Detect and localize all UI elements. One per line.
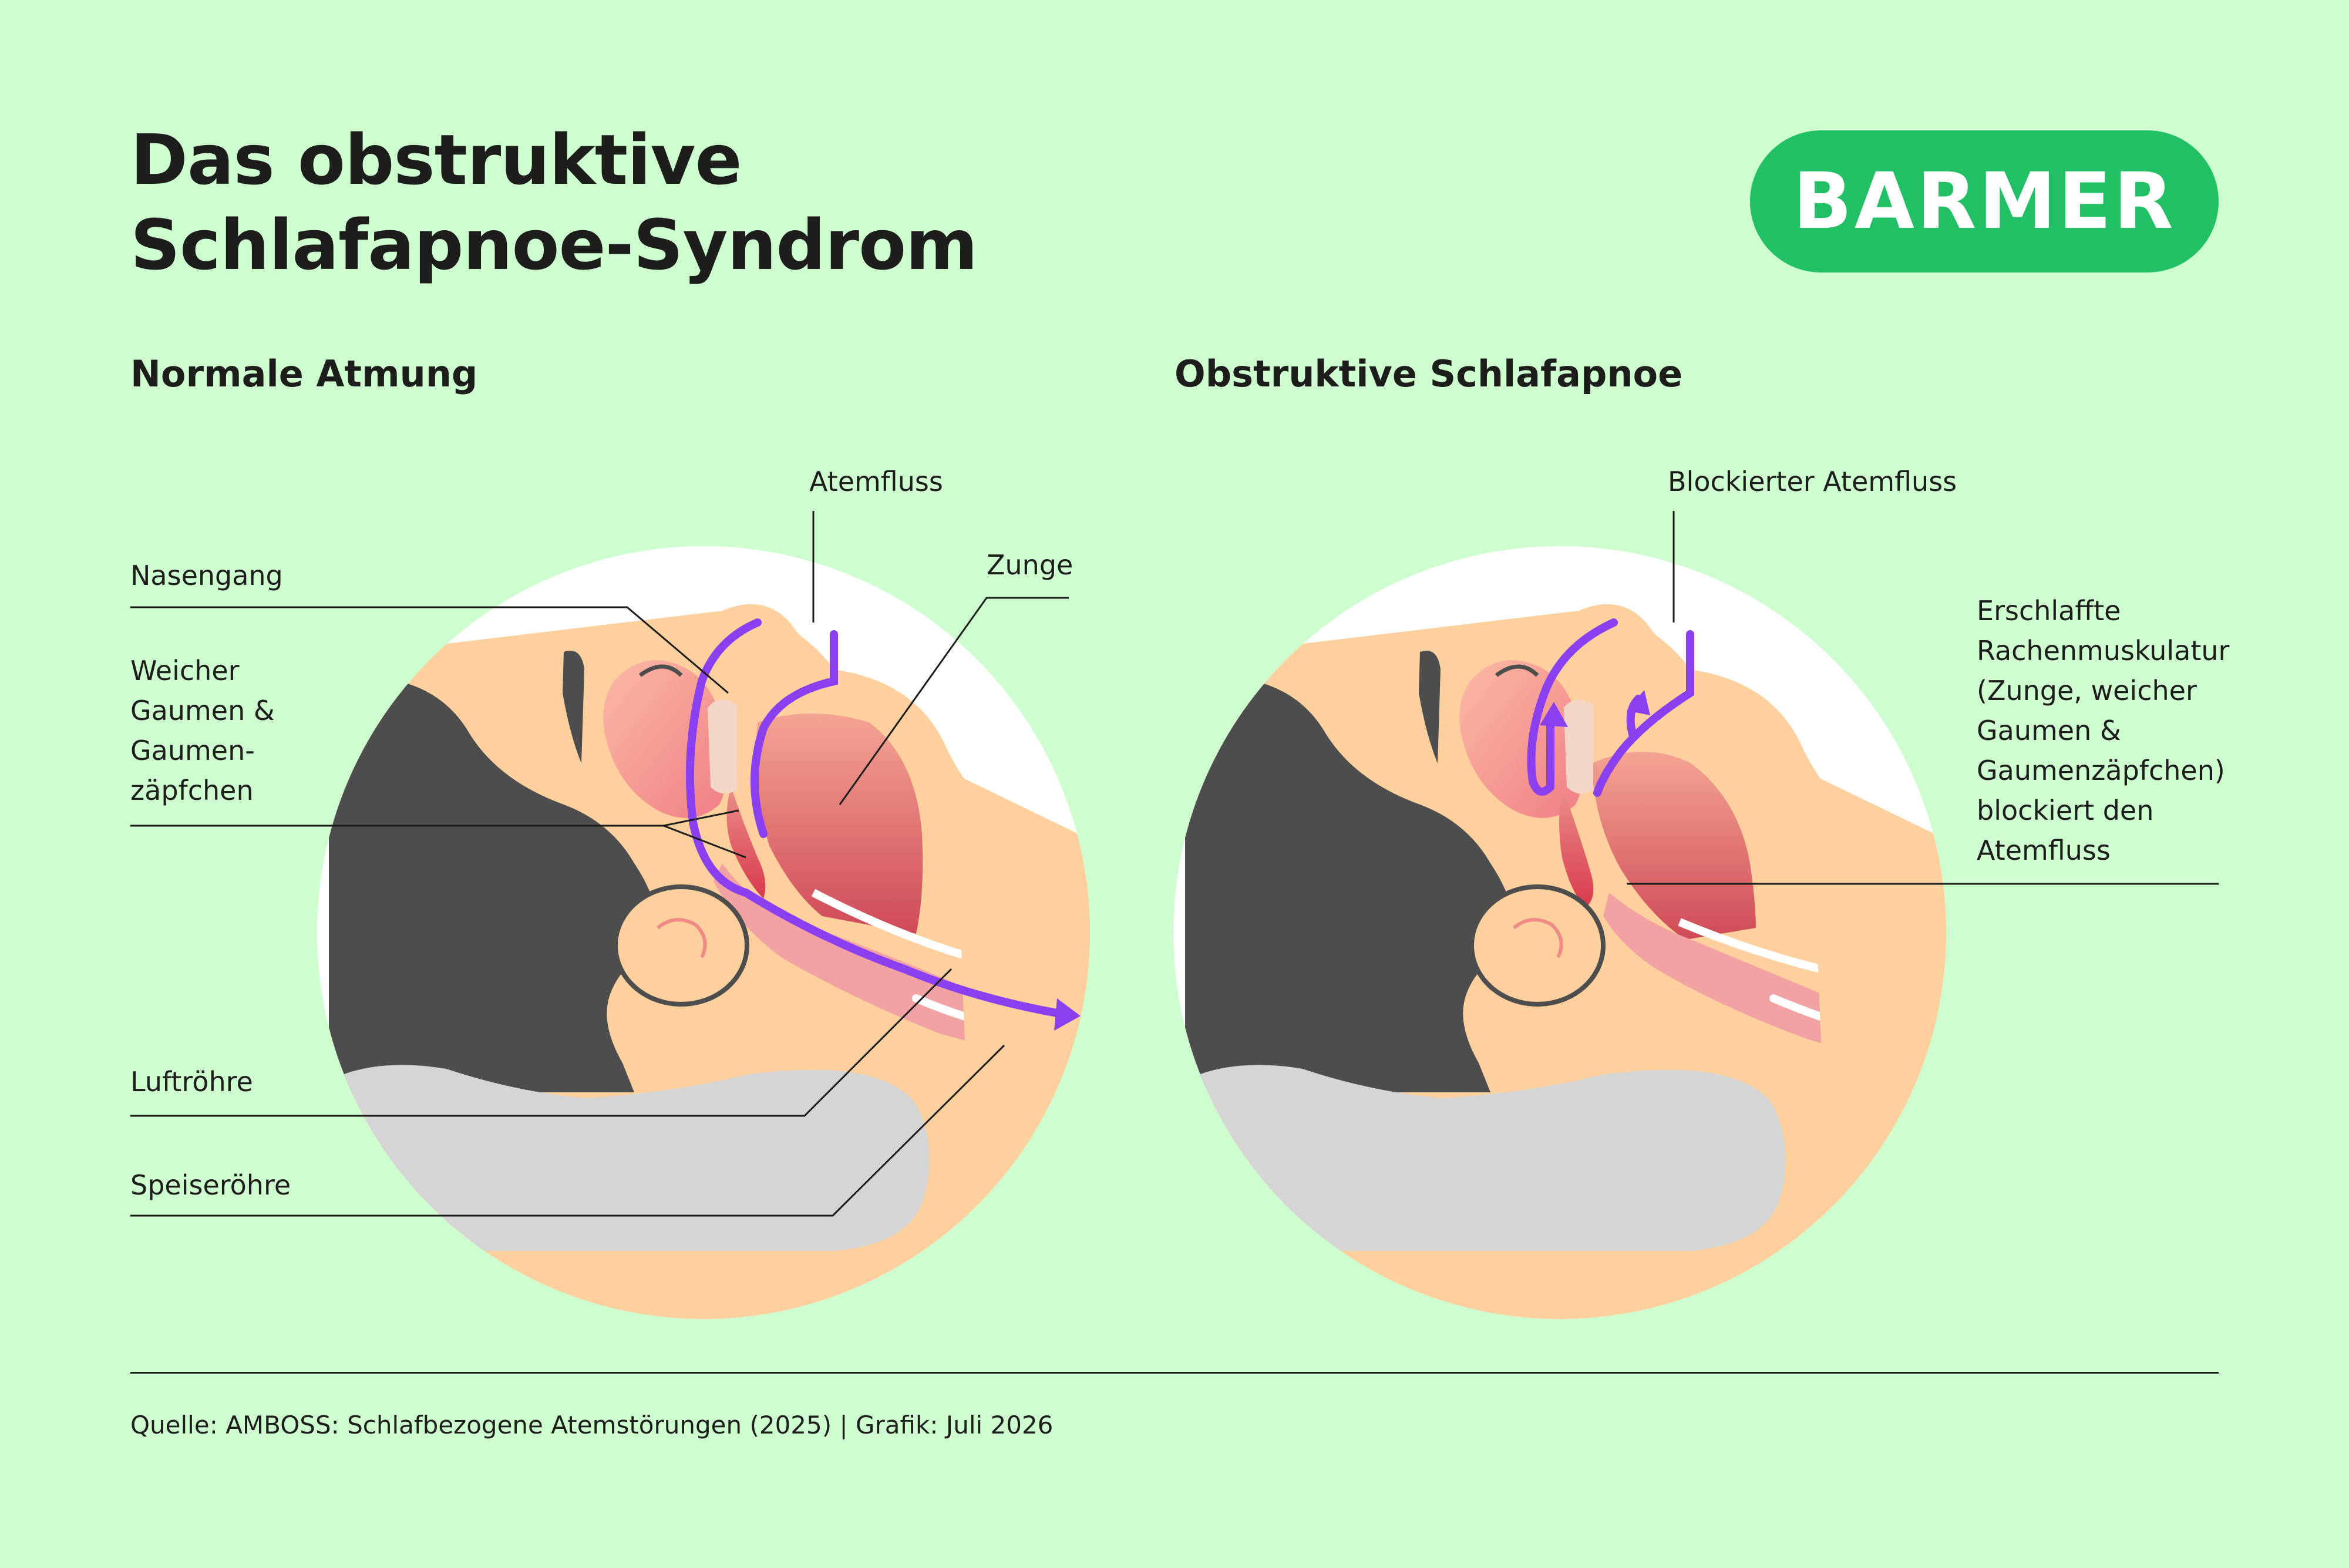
ear <box>1469 884 1606 1007</box>
footer-divider <box>130 1372 2219 1374</box>
label-blockierter-atemfluss: Blockierter Atemfluss <box>1668 466 1957 497</box>
back-skin <box>1796 775 1946 1319</box>
ear <box>613 884 749 1007</box>
label-erschlaffte-line-7: Atemfluss <box>1977 835 2111 866</box>
back-skin <box>940 775 1090 1319</box>
eyebrow <box>563 651 584 763</box>
label-erschlaffte-line-2: Rachenmuskulatur <box>1977 635 2230 667</box>
head-normal <box>130 511 1090 1319</box>
soft-palate-relaxed <box>1559 787 1594 907</box>
airflow-arrow-icon <box>1627 690 1650 715</box>
logo-text: BARMER <box>1793 156 2176 247</box>
hair <box>1185 681 1514 1092</box>
head-apnea <box>1173 511 2219 1319</box>
label-erschlaffte-line-4: Gaumen & <box>1977 715 2121 746</box>
title-line-1: Das obstruktive <box>130 119 742 200</box>
heading-normal-breathing: Normale Atmung <box>130 352 478 395</box>
label-erschlaffte-line-3: (Zunge, weicher <box>1977 675 2197 706</box>
label-nasengang: Nasengang <box>130 560 283 591</box>
label-gaumen-line-1: Weicher <box>130 655 240 687</box>
tongue <box>756 714 923 934</box>
label-erschlaffte-rachenmuskulatur: Erschlaffte Rachenmuskulatur (Zunge, wei… <box>1977 591 2229 870</box>
airflow-arrow-icon <box>1540 702 1568 727</box>
airflow-arrow-icon <box>1054 998 1081 1031</box>
blocked-flow-icon <box>1593 630 1694 797</box>
label-gaumen-line-3: Gaumen- <box>130 735 255 766</box>
label-gaumen-line-2: Gaumen & <box>130 695 275 726</box>
barmer-logo: BARMER <box>1750 130 2219 272</box>
heading-obstructive-apnea: Obstruktive Schlafapnoe <box>1174 352 1683 395</box>
nasal-bone <box>708 699 737 794</box>
source-note: Quelle: AMBOSS: Schlafbezogene Atemstöru… <box>130 1411 1054 1439</box>
label-gaumen-line-4: zäpfchen <box>130 775 254 806</box>
title-line-2: Schlafapnoe-Syndrom <box>130 204 978 285</box>
ear-inner <box>657 918 707 958</box>
label-luftroehre: Luftröhre <box>130 1066 253 1098</box>
hair <box>329 681 658 1092</box>
soft-palate <box>726 787 766 899</box>
label-zunge: Zunge <box>987 549 1073 581</box>
closed-eye <box>1495 664 1539 677</box>
label-erschlaffte-line-6: blockiert den <box>1977 795 2154 826</box>
airflow-arrow-icon <box>751 630 838 838</box>
nasal-bone <box>1564 699 1593 794</box>
closed-eye <box>638 664 683 677</box>
tongue-relaxed <box>1591 752 1756 940</box>
page-title: Das obstruktive Schlafapnoe-Syndrom <box>130 117 978 288</box>
ear-inner <box>1513 918 1563 958</box>
label-erschlaffte-line-1: Erschlaffte <box>1977 595 2121 627</box>
label-gaumen: Weicher Gaumen & Gaumen- zäpfchen <box>130 651 275 810</box>
airflow-arrow-icon <box>686 618 1061 1017</box>
label-erschlaffte-line-5: Gaumenzäpfchen) <box>1977 755 2225 786</box>
label-speiseroehre: Speiseröhre <box>130 1169 291 1201</box>
pillow <box>329 1065 930 1251</box>
pillow <box>1185 1065 1786 1251</box>
eyebrow <box>1419 651 1441 763</box>
label-atemfluss: Atemfluss <box>809 466 943 497</box>
blocked-flow-icon <box>1527 618 1618 796</box>
